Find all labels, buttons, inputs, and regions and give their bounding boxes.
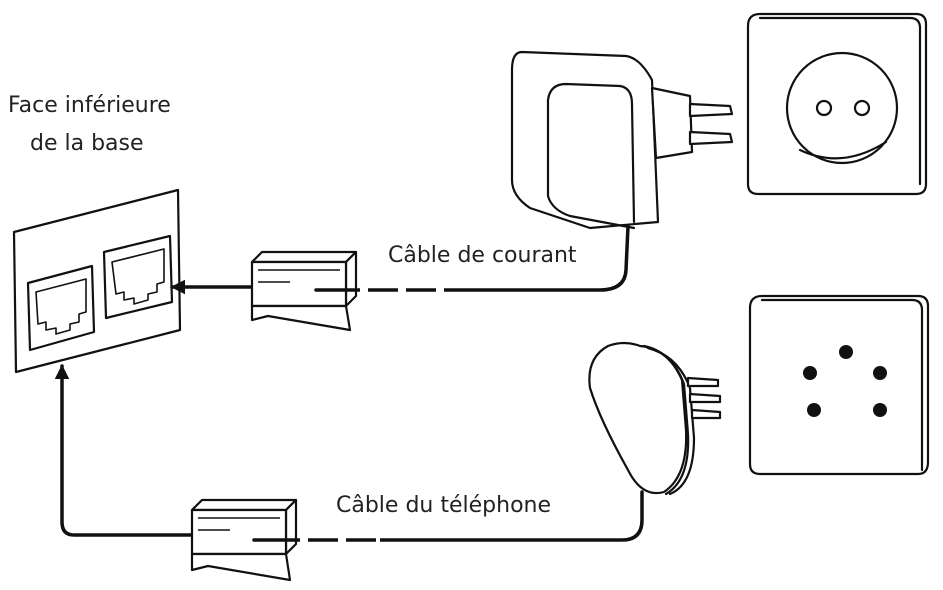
- phone-socket-pin: [839, 345, 853, 359]
- phone-socket-icon: [748, 294, 930, 476]
- phone-socket-pin: [873, 403, 887, 417]
- phone-socket-pin: [803, 366, 817, 380]
- base-panel: [12, 188, 182, 374]
- phone-socket-pin: [873, 366, 887, 380]
- jack-right-icon: [102, 234, 174, 320]
- phone-arrow: [54, 364, 194, 537]
- phone-cable-label: Câble du téléphone: [336, 493, 551, 518]
- power-socket-icon: [746, 12, 928, 196]
- base-label-line1: Face inférieure: [8, 93, 171, 118]
- power-adapter-icon: [510, 50, 734, 230]
- base-label-line2: de la base: [30, 131, 144, 156]
- power-cable-line: [314, 224, 630, 292]
- phone-cable-line: [252, 490, 644, 542]
- jack-left-icon: [26, 264, 96, 352]
- phone-plug-icon: [588, 341, 722, 496]
- power-cable-plug: [250, 250, 358, 332]
- phone-socket-pin: [807, 403, 821, 417]
- power-cable-label: Câble de courant: [388, 243, 577, 268]
